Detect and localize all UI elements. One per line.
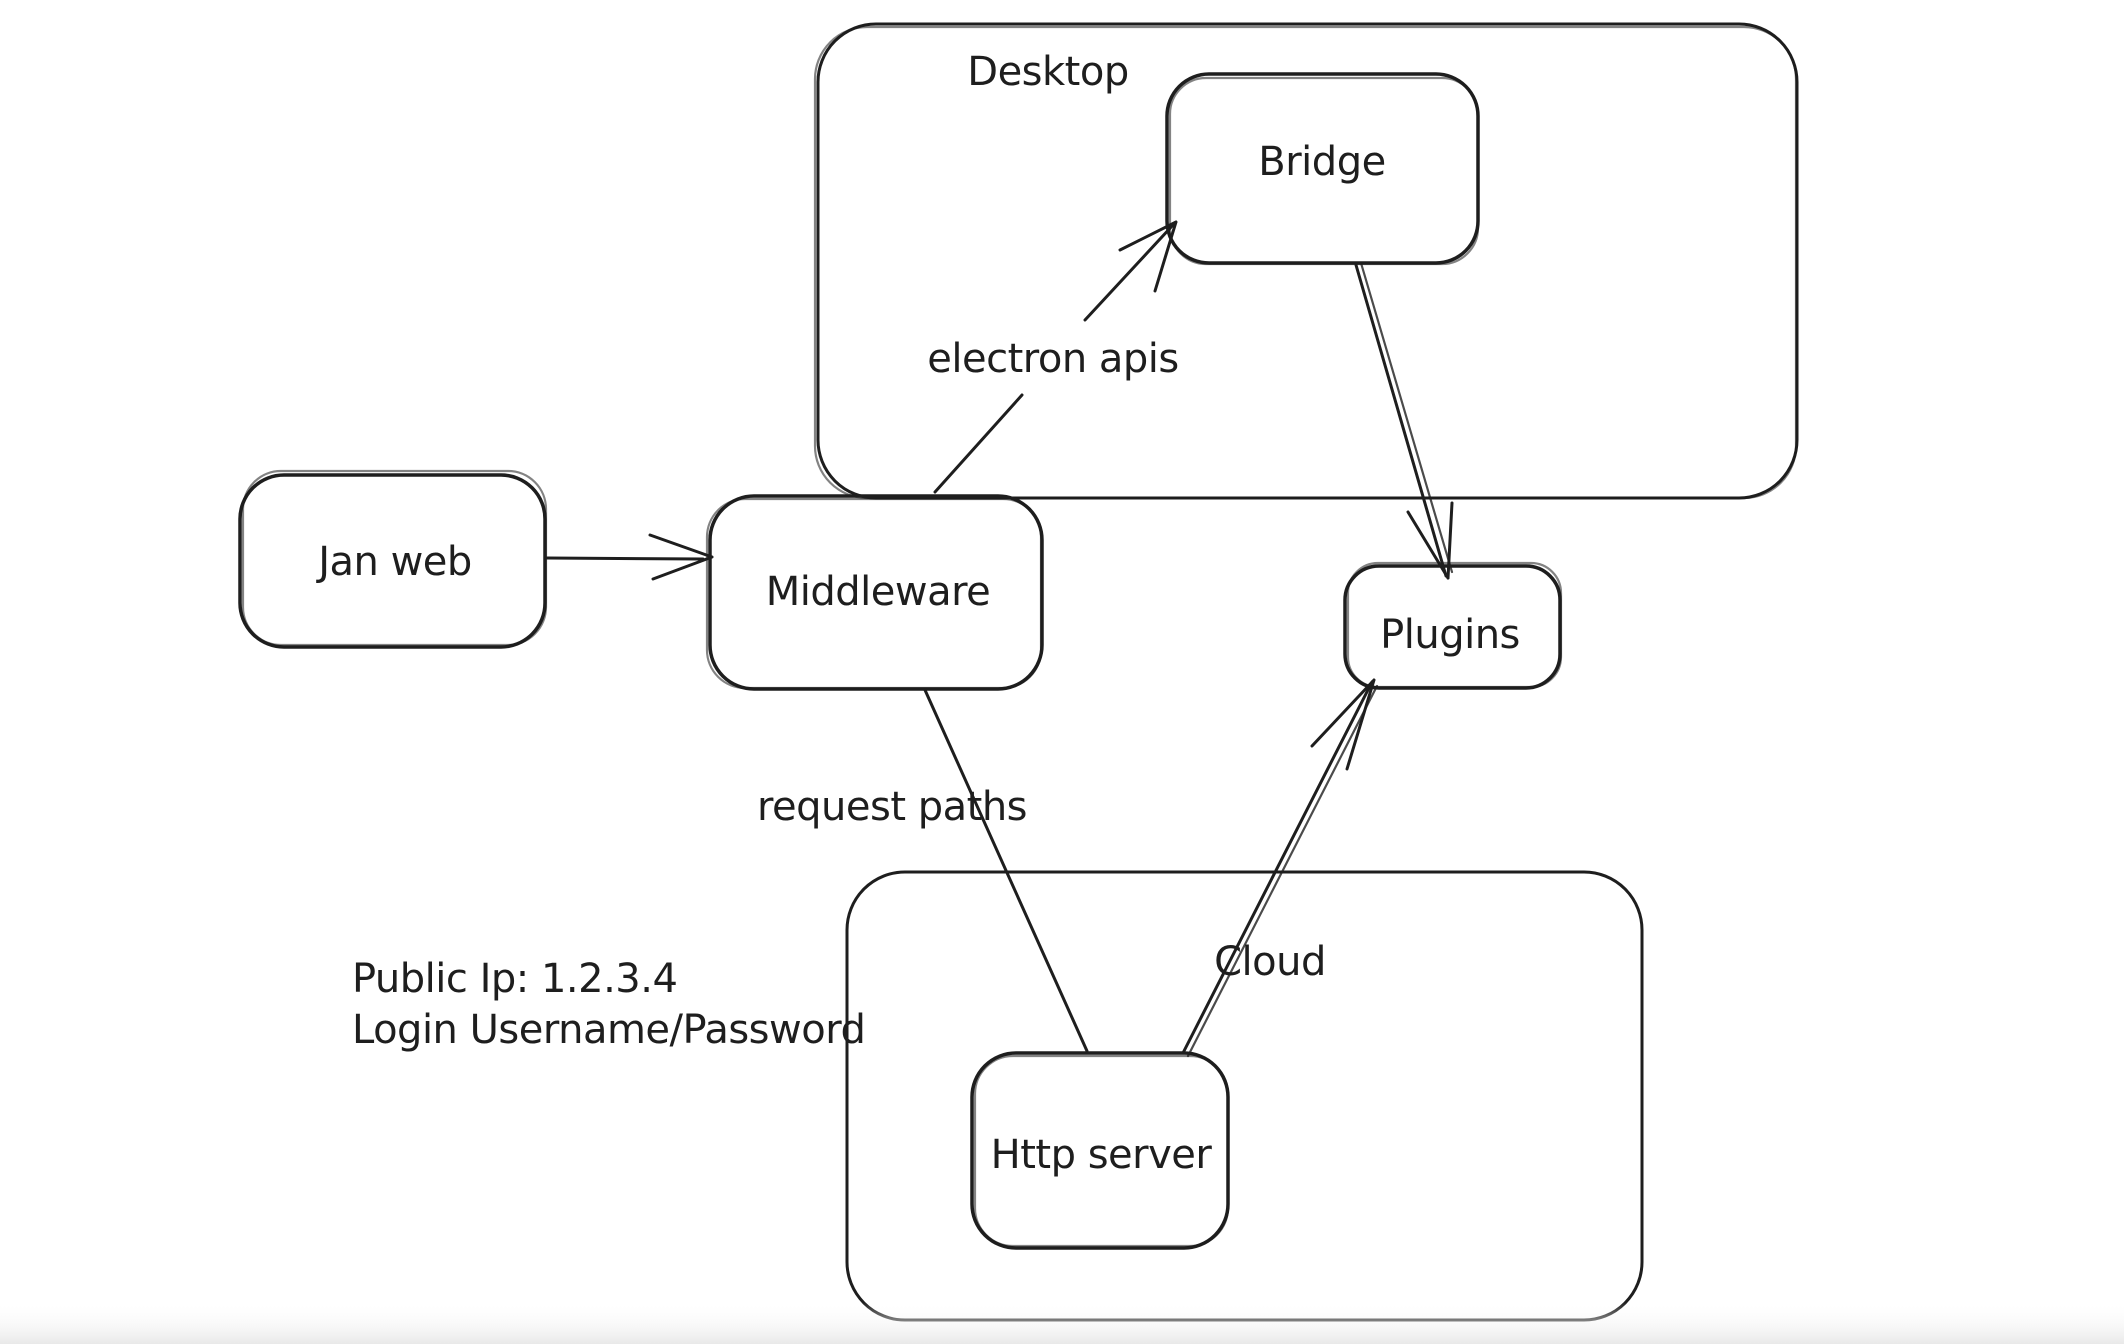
edge-httpserver-plugins <box>1181 678 1379 1058</box>
jan-web-retrace <box>241 469 548 647</box>
bridge-label: Bridge <box>1258 139 1385 185</box>
annotation-credentials: Public Ip: 1.2.3.4 Login Username/Passwo… <box>352 956 866 1053</box>
desktop-container-retrace <box>813 25 1798 500</box>
edge-label-electron-apis: electron apis <box>927 336 1178 382</box>
page-bottom-fade <box>0 1302 2124 1344</box>
container-cloud: Cloud <box>845 870 1644 1322</box>
node-bridge: Bridge <box>1165 72 1480 266</box>
edge-bridge-plugins-line <box>1354 263 1448 578</box>
edge-middleware-bridge-line <box>933 223 1175 494</box>
edge-middleware-httpserver: request paths <box>757 688 1089 1053</box>
http-server-retrace <box>973 1054 1230 1248</box>
edge-janweb-middleware-line <box>545 556 705 561</box>
edge-janweb-middleware-arrowhead <box>648 533 714 581</box>
node-jan-web: Jan web <box>238 469 548 649</box>
desktop-container-outline <box>816 22 1799 500</box>
edge-bridge-plugins <box>1354 261 1454 580</box>
edge-middleware-bridge: electron apis <box>927 220 1179 494</box>
middleware-retrace <box>705 497 1043 690</box>
edge-label-request-paths: request paths <box>757 784 1027 830</box>
edge-httpserver-plugins-line2 <box>1186 684 1379 1058</box>
edge-middleware-httpserver-line <box>923 688 1089 1053</box>
edge-httpserver-plugins-line <box>1181 680 1374 1055</box>
bridge-retrace <box>1168 76 1480 266</box>
desktop-container-label: Desktop <box>967 49 1128 95</box>
edge-janweb-middleware <box>545 533 714 581</box>
middleware-label: Middleware <box>766 569 991 615</box>
edge-httpserver-plugins-arrowhead <box>1310 678 1376 771</box>
edge-bridge-plugins-line2 <box>1359 261 1454 574</box>
node-middleware: Middleware <box>705 494 1044 691</box>
plugins-retrace <box>1346 561 1563 689</box>
annotation-public-ip: Public Ip: 1.2.3.4 <box>352 956 677 1002</box>
container-desktop: Desktop <box>813 22 1799 500</box>
cloud-container-label: Cloud <box>1214 939 1326 985</box>
plugins-label: Plugins <box>1380 612 1520 658</box>
node-http-server: Http server <box>970 1051 1230 1250</box>
node-plugins: Plugins <box>1343 561 1563 690</box>
annotation-login: Login Username/Password <box>352 1007 865 1053</box>
http-server-label: Http server <box>991 1132 1213 1178</box>
jan-web-label: Jan web <box>315 539 472 585</box>
